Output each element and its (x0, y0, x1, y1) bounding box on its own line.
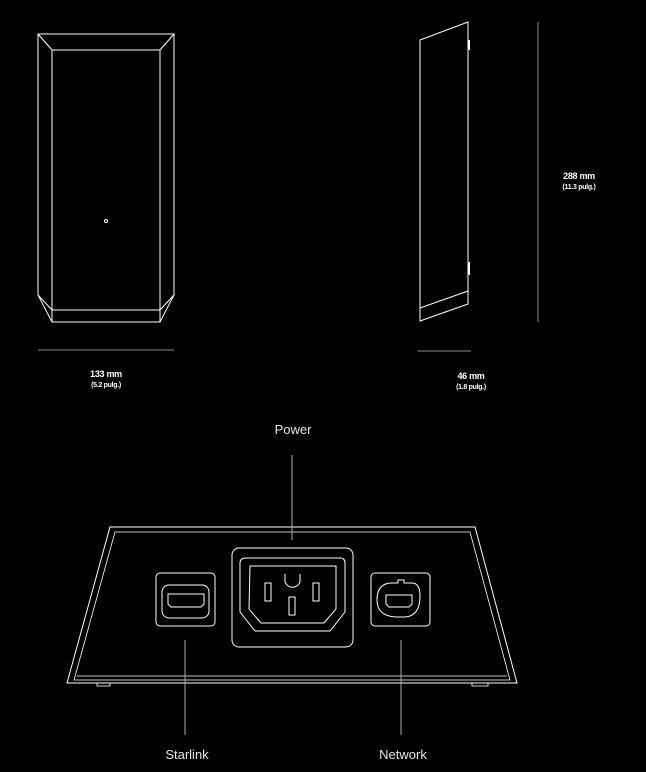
network-port-label: Network (379, 747, 427, 762)
starlink-port-label: Starlink (165, 747, 209, 762)
width-inches: (5.2 pulg.) (91, 382, 121, 389)
router-base-back-view (66, 526, 518, 687)
power-port-label: Power (274, 422, 312, 437)
height-inches: (11.3 pulg.) (562, 184, 596, 191)
height-dimension-label: 288 mm (11.3 pulg.) (563, 171, 596, 193)
network-port-icon (370, 572, 431, 627)
height-mm: 288 mm (563, 171, 595, 181)
width-dimension-label: 133 mm (5.2 pulg.) (90, 369, 122, 391)
depth-inches: (1.8 pulg.) (456, 384, 486, 391)
depth-mm: 46 mm (457, 371, 485, 381)
dimension-lines (38, 22, 539, 352)
depth-dimension-label: 46 mm (1.8 pulg.) (456, 371, 486, 393)
power-port-icon (231, 547, 354, 648)
leader-lines (184, 455, 402, 735)
status-led-icon (104, 219, 108, 223)
router-front-view (37, 33, 175, 323)
starlink-port-icon (155, 572, 216, 627)
router-side-view (419, 21, 470, 322)
width-mm: 133 mm (90, 369, 122, 379)
